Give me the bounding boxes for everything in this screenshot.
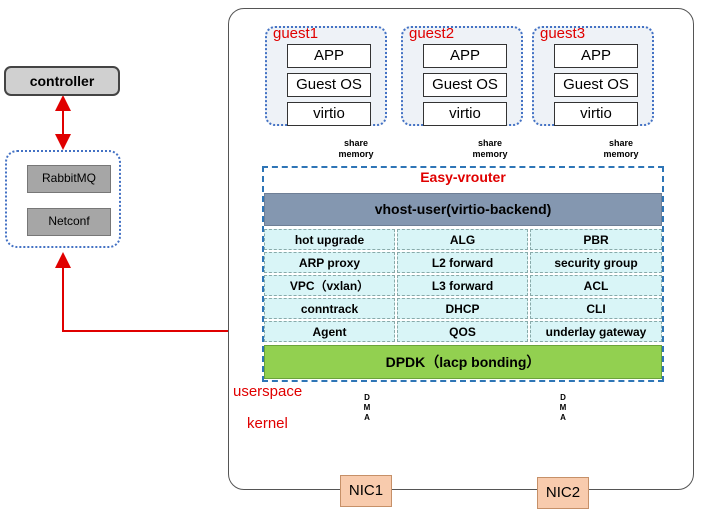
kernel-label: kernel (247, 415, 288, 432)
mq-agent-arrow (55, 252, 262, 339)
controller-box: controller (4, 66, 120, 96)
guest-virtio-box: virtio (423, 102, 507, 126)
module-dhcp: DHCP (397, 298, 528, 319)
module-pbr: PBR (530, 229, 662, 250)
guest-os-box: Guest OS (554, 73, 638, 97)
rabbitmq-box: RabbitMQ (27, 165, 111, 193)
guest-virtio-box: virtio (554, 102, 638, 126)
guest-title: guest3 (540, 25, 586, 42)
module-grid: hot upgrade ALG PBR ARP proxy L2 forward… (264, 229, 662, 343)
dpdk-block: DPDK（lacp bonding） (264, 345, 662, 379)
vhost-user-block: vhost-user(virtio-backend) (264, 193, 662, 226)
guest-vm-3: guest3 APP Guest OS virtio (532, 25, 654, 126)
nic2-box: NIC2 (537, 477, 589, 509)
module-underlay-gateway: underlay gateway (530, 321, 662, 342)
vrouter-frame (262, 166, 664, 382)
module-arp-proxy: ARP proxy (264, 252, 395, 273)
guest-app-box: APP (423, 44, 507, 68)
vrouter-title: Easy-vrouter (420, 169, 506, 185)
guest-os-box: Guest OS (423, 73, 507, 97)
guest-virtio-box: virtio (287, 102, 371, 126)
netconf-box: Netconf (27, 208, 111, 236)
module-agent: Agent (264, 321, 395, 342)
nic1-box: NIC1 (340, 475, 392, 507)
guest-app-box: APP (554, 44, 638, 68)
guest-os-box: Guest OS (287, 73, 371, 97)
guest-app-box: APP (287, 44, 371, 68)
management-frame: RabbitMQ Netconf (5, 150, 121, 248)
module-vpc-vxlan: VPC（vxlan） (264, 275, 395, 296)
userspace-label: userspace (233, 383, 303, 400)
guest-vm-2: guest2 APP Guest OS virtio (401, 25, 523, 126)
module-alg: ALG (397, 229, 528, 250)
module-acl: ACL (530, 275, 662, 296)
guest-vm-1: guest1 APP Guest OS virtio (265, 25, 387, 126)
module-hot-upgrade: hot upgrade (264, 229, 395, 250)
module-security-group: security group (530, 252, 662, 273)
module-l2-forward: L2 forward (397, 252, 528, 273)
module-conntrack: conntrack (264, 298, 395, 319)
module-cli: CLI (530, 298, 662, 319)
guest-title: guest1 (273, 25, 319, 42)
module-qos: QOS (397, 321, 528, 342)
guest-title: guest2 (409, 25, 455, 42)
module-l3-forward: L3 forward (397, 275, 528, 296)
